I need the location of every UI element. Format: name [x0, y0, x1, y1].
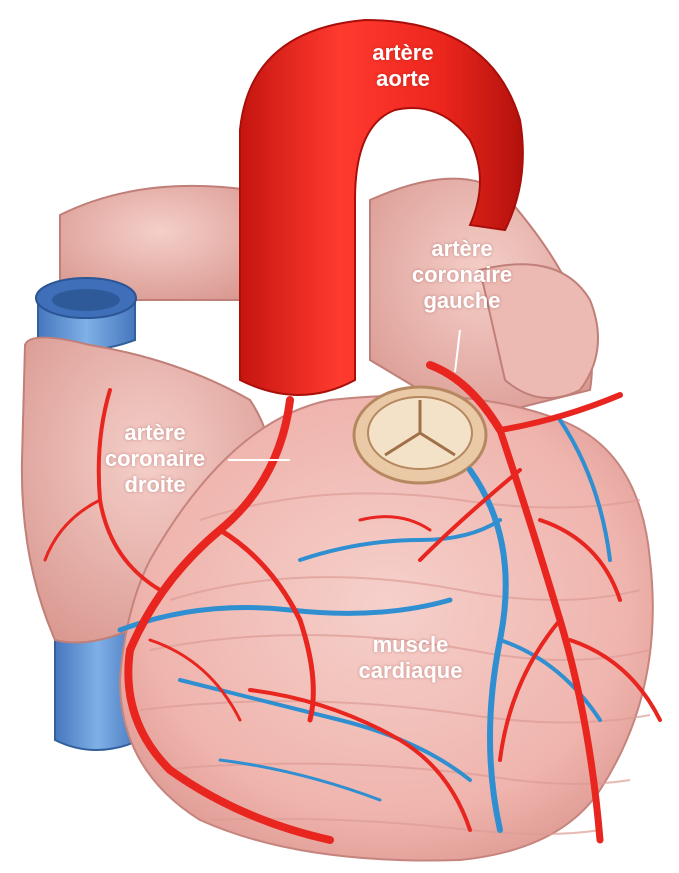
label-muscle: muscle cardiaque: [328, 632, 493, 684]
label-left-coronary: artère coronaire gauche: [382, 236, 542, 314]
label-right-coronary: artère coronaire droite: [75, 420, 235, 498]
vena-cava-lumen: [52, 289, 120, 311]
label-aorta: artère aorte: [343, 40, 463, 92]
